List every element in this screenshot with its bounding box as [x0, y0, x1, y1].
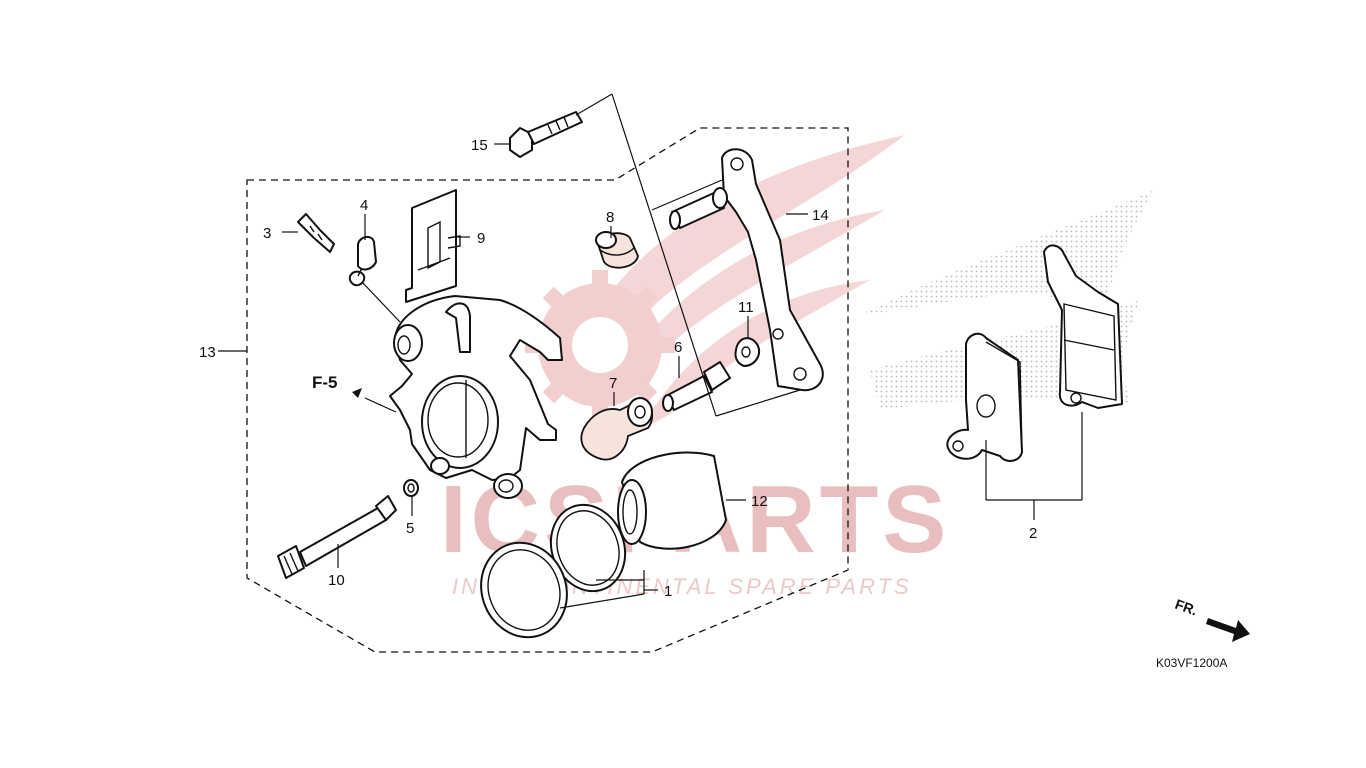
leader-lines [218, 93, 1083, 609]
part-10-pad-pin [277, 495, 397, 579]
part-9-pad-spring [405, 189, 461, 303]
callout-13: 13 [199, 344, 216, 361]
callout-12: 12 [751, 493, 768, 510]
reference-f5: F-5 [312, 373, 362, 398]
callout-4: 4 [360, 197, 368, 214]
callout-9: 9 [477, 230, 485, 247]
direction-indicator: FR. [1173, 596, 1250, 642]
part-5-washer [403, 479, 419, 497]
callout-11: 11 [738, 299, 754, 316]
part-13-caliper-body [389, 295, 563, 499]
part-6-pin [662, 361, 731, 412]
callout-3: 3 [263, 225, 271, 242]
part-12-piston [617, 451, 727, 550]
direction-arrow-icon [1206, 618, 1250, 642]
part-14-caliper-bracket [669, 148, 824, 392]
part-4-bleeder-cap [348, 236, 377, 287]
part-11-retainer [734, 337, 760, 367]
watermark-wing-icon [560, 135, 905, 430]
drawing-code: K03VF1200A [1156, 656, 1227, 670]
callout-10: 10 [328, 572, 345, 589]
reference-arrow-icon [352, 388, 362, 398]
callout-2: 2 [1029, 525, 1037, 542]
part-1-piston-seals [480, 503, 627, 639]
callout-5: 5 [406, 520, 414, 537]
callout-7: 7 [609, 375, 617, 392]
callout-labels: 15 3 4 9 8 13 11 6 7 5 10 12 14 1 2 [199, 137, 1037, 600]
part-8-boot [595, 231, 639, 269]
callout-1: 1 [664, 583, 672, 600]
reference-label: F-5 [312, 373, 338, 392]
part-3-bleeder-screw [297, 213, 335, 253]
part-15-flange-bolt [509, 111, 583, 158]
assembly-boundary [246, 127, 849, 653]
part-7-boot [580, 397, 654, 461]
callout-6: 6 [674, 339, 682, 356]
part-2-brake-pads [946, 244, 1123, 462]
callout-15: 15 [471, 137, 488, 154]
callout-8: 8 [606, 209, 614, 226]
direction-label: FR. [1173, 596, 1200, 619]
callout-14: 14 [812, 207, 829, 224]
